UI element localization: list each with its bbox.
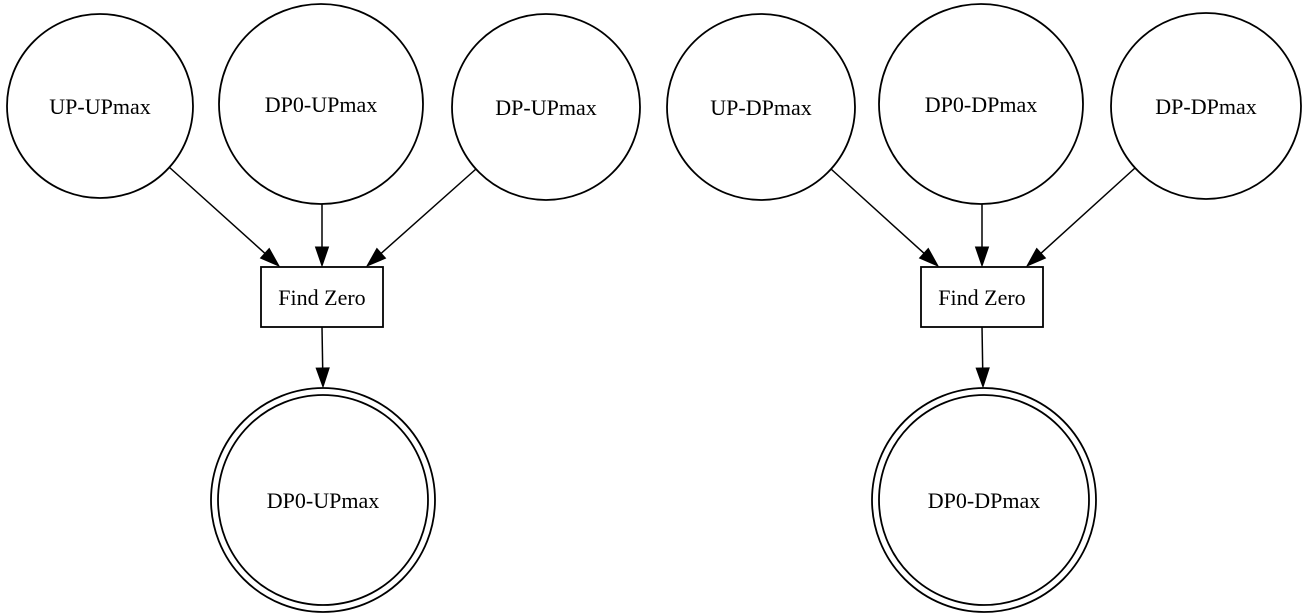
node-up-dpmax: UP-DPmax bbox=[666, 13, 856, 201]
edge-line bbox=[380, 168, 477, 254]
edge-up-dpmax-to-find-zero-right bbox=[830, 168, 940, 268]
arrowhead-icon bbox=[1025, 247, 1047, 268]
input-node-circle bbox=[218, 3, 424, 205]
edge-line bbox=[321, 326, 324, 369]
edge-dp-dpmax-to-find-zero-right bbox=[1025, 167, 1136, 268]
node-label: Find Zero bbox=[278, 285, 365, 310]
node-up-upmax: UP-UPmax bbox=[6, 13, 194, 199]
node-label: UP-DPmax bbox=[710, 95, 811, 120]
node-dp-upmax: DP-UPmax bbox=[451, 13, 641, 201]
edge-line bbox=[830, 168, 925, 254]
node-label: DP-UPmax bbox=[495, 95, 596, 120]
node-dp0-dpmax-result: DP0-DPmax bbox=[871, 387, 1097, 613]
process-node-box bbox=[920, 266, 1044, 328]
node-label: DP0-DPmax bbox=[928, 488, 1040, 513]
node-dp0-upmax-result: DP0-UPmax bbox=[210, 387, 436, 613]
arrowhead-icon bbox=[365, 247, 387, 268]
input-node-circle bbox=[6, 13, 194, 199]
input-node-circle bbox=[1110, 12, 1302, 200]
edge-find-zero-left-to-dp0-upmax-result bbox=[315, 326, 330, 389]
result-node-inner-ring bbox=[878, 394, 1090, 606]
edge-line bbox=[168, 166, 266, 254]
edge-up-upmax-to-find-zero-left bbox=[168, 166, 281, 268]
edge-line bbox=[981, 325, 984, 369]
node-label: DP-DPmax bbox=[1155, 94, 1256, 119]
arrowhead-icon bbox=[314, 246, 330, 268]
input-node-circle bbox=[451, 13, 641, 201]
arrowhead-icon bbox=[974, 246, 990, 268]
node-label: Find Zero bbox=[938, 285, 1025, 310]
node-dp-dpmax: DP-DPmax bbox=[1110, 12, 1302, 200]
input-node-circle bbox=[666, 13, 856, 201]
node-find-zero-right: Find Zero bbox=[920, 266, 1044, 328]
node-dp0-dpmax: DP0-DPmax bbox=[878, 3, 1084, 205]
arrowhead-icon bbox=[315, 367, 330, 389]
arrowhead-icon bbox=[259, 247, 281, 268]
edge-dp-upmax-to-find-zero-left bbox=[365, 168, 477, 268]
node-label: UP-UPmax bbox=[49, 94, 150, 119]
node-find-zero-left: Find Zero bbox=[260, 266, 384, 328]
edge-dp0-dpmax-to-find-zero-right bbox=[974, 204, 990, 268]
process-node-box bbox=[260, 266, 384, 328]
node-label: DP0-DPmax bbox=[925, 92, 1037, 117]
node-label: DP0-UPmax bbox=[267, 488, 379, 513]
node-dp0-upmax: DP0-UPmax bbox=[218, 3, 424, 205]
edge-dp0-upmax-to-find-zero-left bbox=[314, 204, 330, 268]
edge-find-zero-right-to-dp0-dpmax-result bbox=[975, 325, 990, 389]
arrowhead-icon bbox=[918, 247, 940, 268]
edge-line bbox=[1040, 167, 1136, 254]
arrowhead-icon bbox=[975, 367, 990, 389]
node-label: DP0-UPmax bbox=[265, 92, 377, 117]
input-node-circle bbox=[878, 3, 1084, 205]
result-node-inner-ring bbox=[217, 394, 429, 606]
